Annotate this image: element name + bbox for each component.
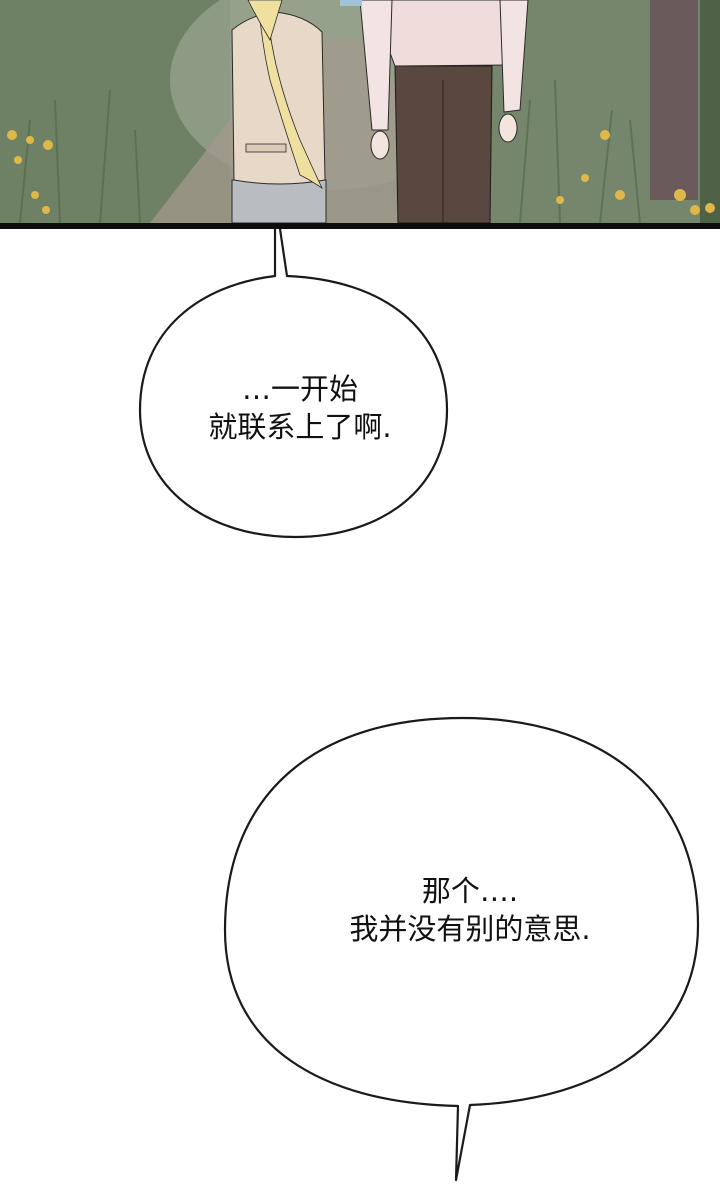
bubble-1-line-2: 就联系上了啊. <box>208 410 392 444</box>
bubble-2-line-2: 我并没有别的意思. <box>349 912 591 946</box>
speech-bubble-2 <box>223 716 700 1182</box>
comic-panel <box>0 0 720 223</box>
man-figure <box>359 0 529 223</box>
speech-bubble-2-text: 那个…. 我并没有别的意思. <box>300 872 640 948</box>
woman-figure <box>231 0 327 223</box>
bubble-1-line-1: …一开始 <box>241 372 358 406</box>
panel-border <box>0 223 720 229</box>
speech-bubble-1-text: …一开始 就联系上了啊. <box>160 370 440 446</box>
bubble-2-line-1: 那个…. <box>421 874 519 908</box>
forest-scene-illustration <box>0 0 720 223</box>
